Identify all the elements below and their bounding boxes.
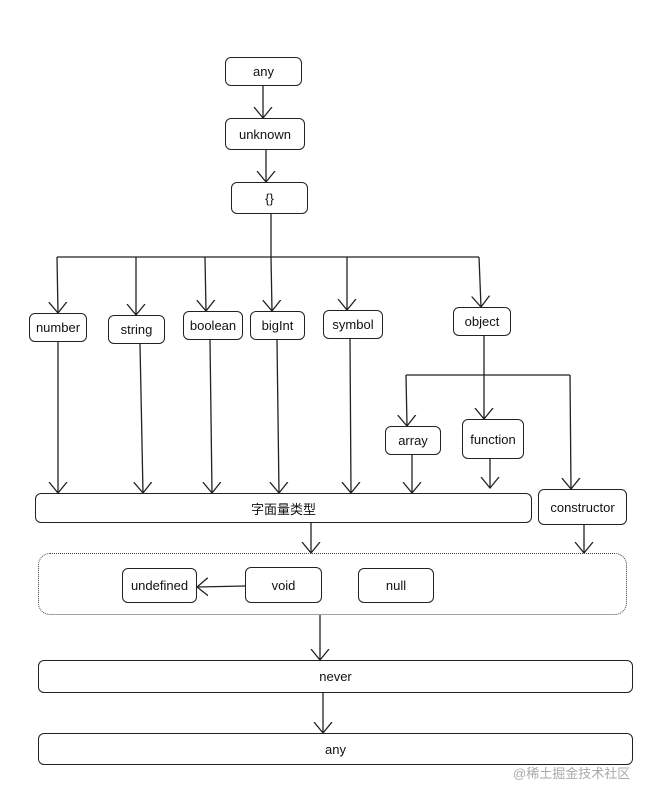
edge-bigint-literal bbox=[277, 339, 279, 493]
node-unknown: unknown bbox=[225, 118, 305, 150]
node-string: string bbox=[108, 315, 165, 344]
node-boolean: boolean bbox=[183, 311, 243, 340]
node-void: void bbox=[245, 567, 322, 603]
edge-to-array bbox=[406, 374, 407, 426]
node-symbol: symbol bbox=[323, 310, 383, 339]
edge-to-boolean bbox=[205, 256, 206, 311]
edge-to-number bbox=[57, 256, 58, 313]
node-any-top: any bbox=[225, 57, 302, 86]
edge-to-constructor bbox=[570, 374, 571, 489]
edge-to-object bbox=[479, 256, 481, 307]
nullish-group bbox=[38, 553, 627, 615]
node-function: function bbox=[462, 419, 524, 459]
edge-string-literal bbox=[140, 343, 143, 493]
edge-boolean-literal bbox=[210, 339, 212, 493]
edge-symbol-literal bbox=[350, 338, 351, 493]
node-constructor: constructor bbox=[538, 489, 627, 525]
node-literal-types: 字面量类型 bbox=[35, 493, 532, 523]
node-empty-object: {} bbox=[231, 182, 308, 214]
node-array: array bbox=[385, 426, 441, 455]
node-null: null bbox=[358, 568, 434, 603]
node-undefined: undefined bbox=[122, 568, 197, 603]
node-bigint: bigInt bbox=[250, 311, 305, 340]
edge-to-bigint bbox=[271, 256, 272, 311]
watermark: @稀土掘金技术社区 bbox=[513, 766, 631, 781]
node-object: object bbox=[453, 307, 511, 336]
node-any-bottom: any bbox=[38, 733, 633, 765]
node-never: never bbox=[38, 660, 633, 693]
node-number: number bbox=[29, 313, 87, 342]
edge-void-undefined bbox=[197, 586, 246, 587]
